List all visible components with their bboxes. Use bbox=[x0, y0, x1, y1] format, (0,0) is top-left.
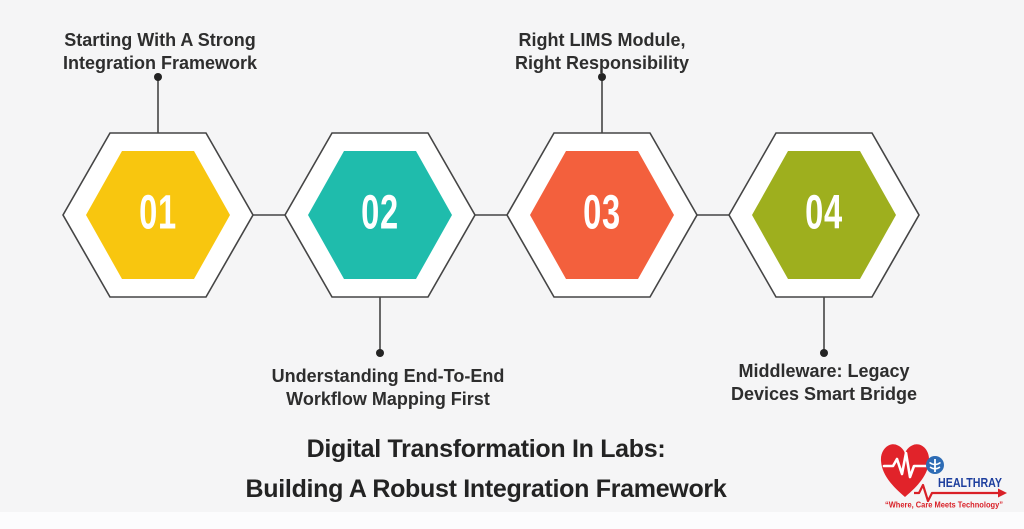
step-label-1-line1: Starting With A Strong bbox=[64, 30, 256, 50]
step-number-1: 01 bbox=[139, 186, 177, 240]
page-title-line2: Building A Robust Integration Framework bbox=[245, 475, 727, 503]
right-arrow-icon bbox=[914, 483, 1007, 503]
healthray-logo: HEALTHRAY “Where, Care Meets Technology” bbox=[878, 436, 1010, 516]
callout-dot-1 bbox=[154, 73, 162, 81]
footer-strip bbox=[0, 512, 1024, 529]
callout-stems bbox=[154, 73, 828, 357]
staff-of-aesculapius-icon bbox=[926, 456, 944, 474]
page-title: Digital Transformation In Labs: Building… bbox=[126, 429, 846, 509]
step-hexagon-2 bbox=[284, 132, 476, 298]
step-label-1: Starting With A Strong Integration Frame… bbox=[0, 29, 320, 75]
ekg-line bbox=[882, 451, 929, 479]
heart-shape bbox=[880, 444, 930, 497]
step-label-4: Middleware: Legacy Devices Smart Bridge bbox=[664, 360, 984, 406]
step-hexagon-3 bbox=[506, 132, 698, 298]
brand-tagline: “Where, Care Meets Technology” bbox=[885, 501, 1003, 510]
step-number-4: 04 bbox=[805, 186, 843, 240]
heart-ekg-icon bbox=[880, 444, 930, 497]
step-number-3: 03 bbox=[583, 186, 621, 240]
step-label-3: Right LIMS Module, Right Responsibility bbox=[442, 29, 762, 75]
step-label-2-line2: Workflow Mapping First bbox=[286, 389, 490, 409]
staff-snake-lower bbox=[929, 466, 941, 470]
hexagon-fill-2 bbox=[308, 151, 452, 279]
healthray-logo-graphic: HEALTHRAY “Where, Care Meets Technology” bbox=[880, 444, 1007, 510]
arrow-line bbox=[914, 483, 999, 503]
callout-dot-4 bbox=[820, 349, 828, 357]
step-label-4-line1: Middleware: Legacy bbox=[738, 361, 910, 381]
brand-name: HEALTHRAY bbox=[938, 476, 1003, 490]
step-label-3-line1: Right LIMS Module, bbox=[518, 30, 686, 50]
arrow-head bbox=[998, 488, 1007, 498]
hexagon-fill-3 bbox=[530, 151, 674, 279]
hexagon-fill-1 bbox=[86, 151, 230, 279]
step-label-1-line2: Integration Framework bbox=[62, 53, 258, 73]
step-label-2-line1: Understanding End-To-End bbox=[271, 366, 505, 386]
step-label-2: Understanding End-To-End Workflow Mappin… bbox=[228, 365, 548, 411]
step-hexagon-1 bbox=[62, 132, 254, 298]
staff-snake-upper bbox=[929, 461, 941, 466]
hexagon-fill-4 bbox=[752, 151, 896, 279]
page-title-line1: Digital Transformation In Labs: bbox=[306, 435, 666, 463]
step-hexagon-4 bbox=[728, 132, 920, 298]
step-label-3-line2: Right Responsibility bbox=[514, 53, 689, 73]
step-label-4-line2: Devices Smart Bridge bbox=[730, 384, 918, 404]
callout-dot-3 bbox=[598, 73, 606, 81]
step-number-2: 02 bbox=[361, 186, 399, 240]
callout-dot-2 bbox=[376, 349, 384, 357]
